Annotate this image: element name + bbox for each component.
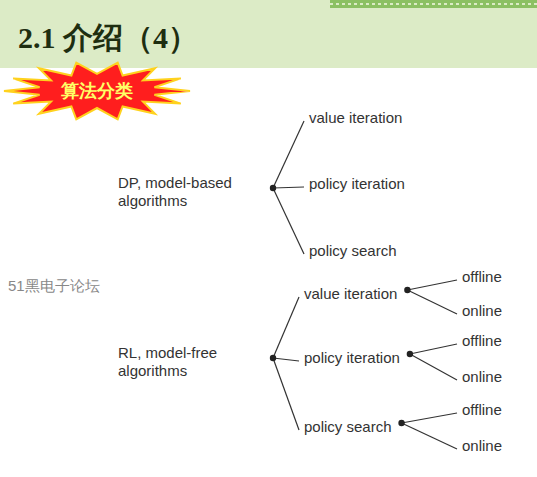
tree-item: value iteration	[304, 285, 397, 303]
tree-branch	[273, 358, 299, 430]
junction-dot	[270, 185, 276, 191]
tree-item: offline	[462, 332, 502, 350]
tree-item: value iteration	[309, 109, 402, 127]
tree-item: DP, model-based algorithms	[118, 174, 263, 210]
item-label: offline	[462, 332, 502, 350]
tree-branch	[402, 413, 457, 423]
tree-item: policy search	[309, 242, 397, 260]
tree-item: policy search	[304, 418, 392, 436]
junction-dot	[270, 355, 276, 361]
slide-title: 2.1 介绍（4）	[18, 18, 198, 59]
item-label: online	[462, 368, 502, 386]
tree-branch	[407, 290, 457, 314]
tree-branch	[273, 121, 304, 188]
tree-branch	[273, 187, 304, 188]
item-label: offline	[462, 401, 502, 419]
tree-item: online	[462, 368, 502, 386]
tree-item: offline	[462, 268, 502, 286]
tree-item: online	[462, 302, 502, 320]
item-label: RL, model-free algorithms	[118, 344, 263, 380]
item-label: offline	[462, 268, 502, 286]
starburst-outline	[4, 63, 190, 120]
tree-branch	[410, 354, 457, 380]
tree-item: policy iteration	[309, 175, 405, 193]
title-background	[0, 0, 537, 68]
item-label: policy iteration	[304, 349, 400, 367]
item-label: policy iteration	[309, 175, 405, 193]
junction-dot	[407, 351, 413, 357]
title-decoration-dash	[330, 3, 537, 5]
tree-branch	[273, 358, 299, 361]
tree-branch	[407, 280, 457, 290]
item-label: value iteration	[304, 285, 397, 303]
tree-item: policy iteration	[304, 349, 400, 367]
badge-label: 算法分类	[61, 79, 133, 103]
item-label: online	[462, 302, 502, 320]
tree-branch	[410, 344, 457, 354]
tree-item: RL, model-free algorithms	[118, 344, 263, 380]
tree-branch	[273, 188, 304, 254]
item-label: policy search	[309, 242, 397, 260]
tree-item: offline	[462, 401, 502, 419]
item-label: policy search	[304, 418, 392, 436]
item-label: DP, model-based algorithms	[118, 174, 263, 210]
starburst-badge: 算法分类	[2, 60, 192, 122]
tree-branch	[402, 423, 457, 449]
title-decoration	[330, 0, 537, 8]
item-label: value iteration	[309, 109, 402, 127]
item-label: online	[462, 437, 502, 455]
tree-item: online	[462, 437, 502, 455]
junction-dot	[404, 287, 410, 293]
junction-dot	[398, 420, 404, 426]
watermark: 51黑电子论坛	[8, 277, 100, 296]
tree-branch	[273, 297, 299, 358]
